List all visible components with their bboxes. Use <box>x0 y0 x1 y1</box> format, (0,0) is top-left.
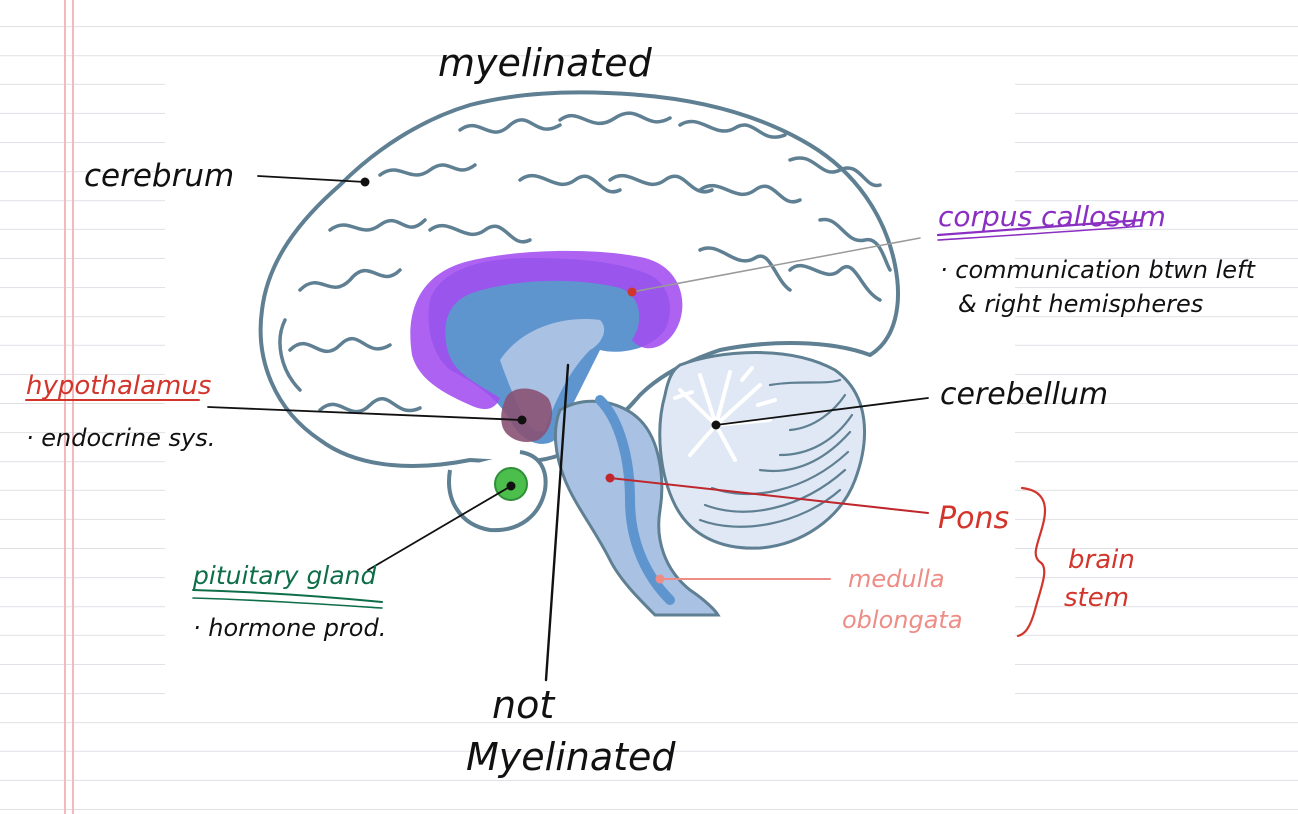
corpus-callosum-note-1: · communication btwn left <box>940 256 1256 284</box>
pituitary-dot <box>506 481 516 491</box>
pons-label: Pons <box>938 501 1009 536</box>
not-myelinated-pointer-line <box>544 363 570 682</box>
hypothalamus-leader-line <box>207 406 523 421</box>
hypothalamus-label: hypothalamus <box>26 371 211 401</box>
pituitary-label: pituitary gland <box>192 561 377 590</box>
hypothalamus-note: · endocrine sys. <box>26 424 215 452</box>
pons-dot <box>605 473 615 483</box>
brain-illustration <box>258 90 900 617</box>
corpus-callosum-underline <box>936 218 1144 237</box>
medulla-label-1: medulla <box>848 565 945 593</box>
corpus-callosum-leader-line <box>631 237 921 293</box>
cerebrum-dot <box>360 177 370 187</box>
cerebellum-folia <box>698 378 854 528</box>
corpus-callosum-note-2: & right hemispheres <box>958 290 1203 318</box>
underlines <box>25 218 1144 638</box>
corpus-callosum-label: corpus callosum <box>938 200 1166 233</box>
brainstem-channel <box>595 395 675 605</box>
margin-line-right <box>72 0 74 814</box>
cerebellum-shape <box>658 351 866 550</box>
medulla-dot <box>655 574 665 584</box>
pituitary-underline-2 <box>192 597 383 609</box>
medulla-label-2: oblongata <box>842 606 963 634</box>
cerebrum-leader-line <box>257 175 366 183</box>
pituitary-leader-line <box>367 485 512 571</box>
hypothalamus-shape <box>501 388 553 443</box>
cerebellum-dot <box>711 420 721 430</box>
corpus-callosum-shape <box>410 250 683 410</box>
arbor-vitae <box>673 366 777 462</box>
pituitary-note: · hormone prod. <box>193 614 386 642</box>
margin-line-left <box>64 0 66 814</box>
not-label: not <box>492 683 556 727</box>
cerebellum-leader-line <box>715 397 929 426</box>
cerebrum-label: cerebrum <box>84 158 234 194</box>
label-dots <box>360 177 721 584</box>
corpus-callosum-underline-2 <box>937 225 1143 241</box>
corpus-callosum-dot <box>627 287 637 297</box>
brain-stem-label-2: stem <box>1064 583 1129 613</box>
pituitary-underline <box>192 589 383 603</box>
pons-leader-line <box>609 477 929 514</box>
gyri-lines <box>278 111 892 414</box>
brainstem-shape <box>554 399 721 617</box>
cerebellum-label: cerebellum <box>940 377 1108 412</box>
myelinated-label: myelinated <box>438 41 653 85</box>
myelinated-bottom-label: Myelinated <box>466 735 676 779</box>
text-labels: myelinated not Myelinated cerebrum corpu… <box>26 41 1256 779</box>
brain-stem-bracket <box>1016 486 1047 638</box>
hypothalamus-dot <box>517 415 527 425</box>
leader-lines <box>207 175 929 682</box>
brain-stem-label-1: brain <box>1068 545 1135 575</box>
